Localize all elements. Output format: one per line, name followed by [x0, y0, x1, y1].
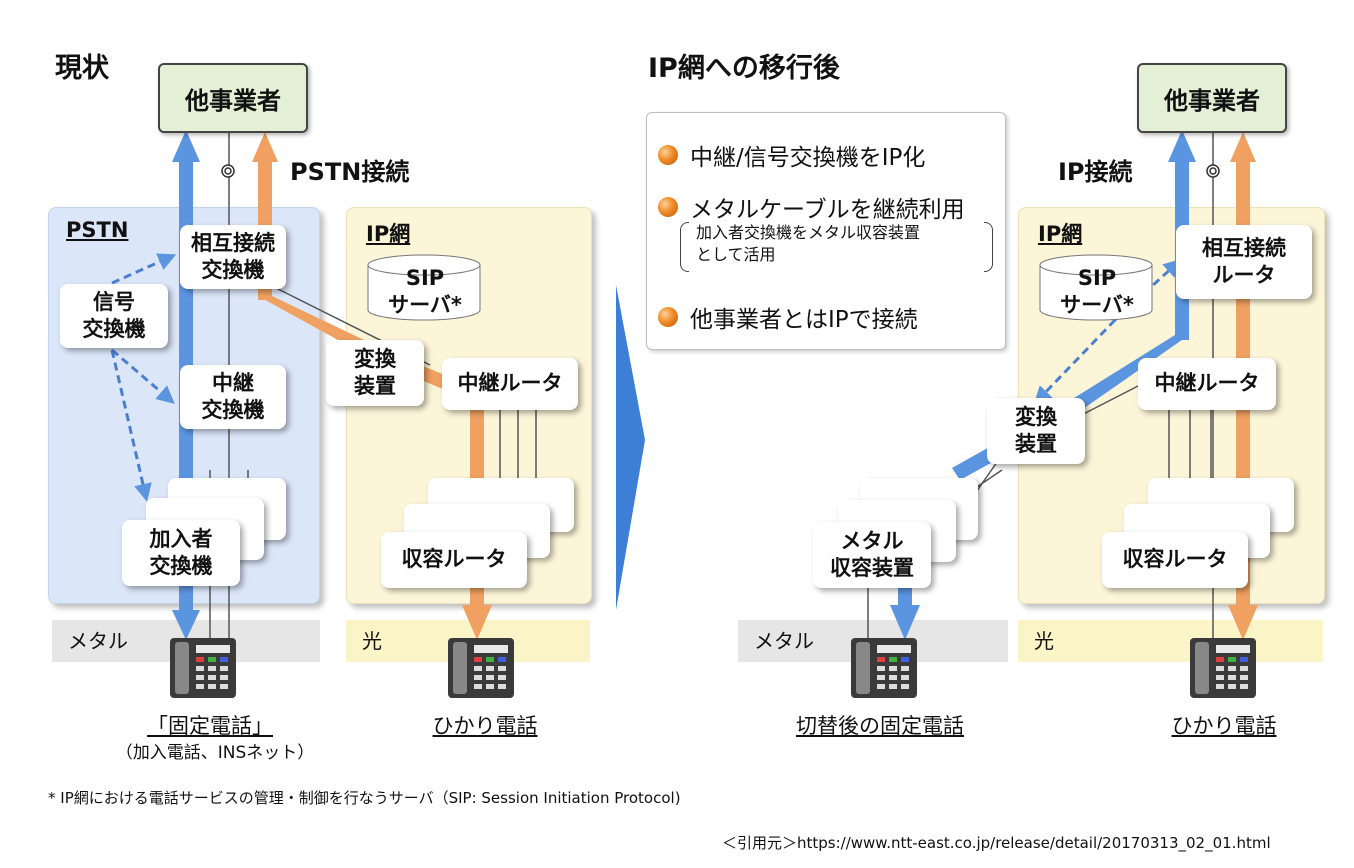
bullet-note: 加入者交換機をメタル収容装置 として活用 [696, 223, 921, 264]
left-connection-label: PSTN接続 [290, 158, 410, 186]
right-connection-label: IP接続 [1058, 158, 1133, 186]
left-hikari-phone-icon [448, 638, 514, 698]
right-hikari-phone-label: ひかり電話 [1171, 714, 1277, 738]
left-sip-server-label: SIP サーバ* [388, 266, 462, 318]
right-sip-cylinder [1039, 254, 1153, 321]
mutual-router-node: 相互接続 ルータ [1176, 225, 1312, 299]
left-fixed-phone-label: 「固定電話」 [147, 714, 273, 738]
left-other-carrier-box: 他事業者 [158, 63, 308, 133]
mutual-exchange-node: 相互接続 交換機 [180, 225, 286, 289]
right-access-router-node: 収容ルータ [1102, 532, 1248, 588]
right-hikari-phone-icon [1190, 638, 1256, 698]
bullet-note-left-brace [680, 222, 689, 272]
left-hikari-phone-label: ひかり電話 [432, 714, 538, 738]
left-fixed-phone-sublabel: （加入電話、INSネット） [115, 743, 315, 763]
left-sip-cylinder [367, 254, 481, 321]
summary-box [646, 112, 1006, 350]
left-relay-router-node: 中継ルータ [442, 358, 578, 410]
left-converter-node: 変換 装置 [326, 340, 424, 406]
citation: ＜引用元＞https://www.ntt-east.co.jp/release/… [722, 834, 1271, 852]
bullet-ball-icon [658, 197, 678, 217]
bullet-item-1: 中継/信号交換機をIP化 [658, 138, 925, 172]
pstn-label: PSTN [66, 218, 129, 242]
separator-chevron [616, 285, 645, 610]
right-relay-router-node: 中継ルータ [1138, 358, 1276, 410]
right-optical-strip: 光 [1018, 620, 1323, 662]
right-ip-label: IP網 [1038, 222, 1083, 246]
left-title: 現状 [55, 53, 109, 84]
footnote: * IP網における電話サービスの管理・制御を行なうサーバ（SIP: Sessio… [48, 789, 681, 807]
signal-exchange-node: 信号 交換機 [60, 284, 168, 348]
left-ip-label: IP網 [366, 222, 411, 246]
subscriber-exchange-node: 加入者 交換機 [122, 520, 240, 586]
right-sip-server-label: SIP サーバ* [1060, 266, 1134, 318]
right-fixed-phone-icon [851, 638, 917, 698]
bullet-item-2: メタルケーブルを継続利用 [658, 190, 965, 224]
left-fixed-phone-icon [170, 638, 236, 698]
right-fixed-phone-label: 切替後の固定電話 [796, 714, 964, 738]
right-converter-node: 変換 装置 [987, 398, 1085, 464]
left-access-router-node: 収容ルータ [381, 532, 527, 588]
bullet-item-3: 他事業者とはIPで接続 [658, 300, 918, 334]
metal-access-node: メタル 収容装置 [813, 522, 931, 588]
bullet-ball-icon [658, 145, 678, 165]
right-title: IP網への移行後 [648, 53, 840, 84]
right-other-carrier-box: 他事業者 [1137, 63, 1287, 133]
bullet-ball-icon [658, 307, 678, 327]
bullet-note-right-brace [984, 222, 993, 272]
relay-exchange-node: 中継 交換機 [180, 365, 286, 429]
